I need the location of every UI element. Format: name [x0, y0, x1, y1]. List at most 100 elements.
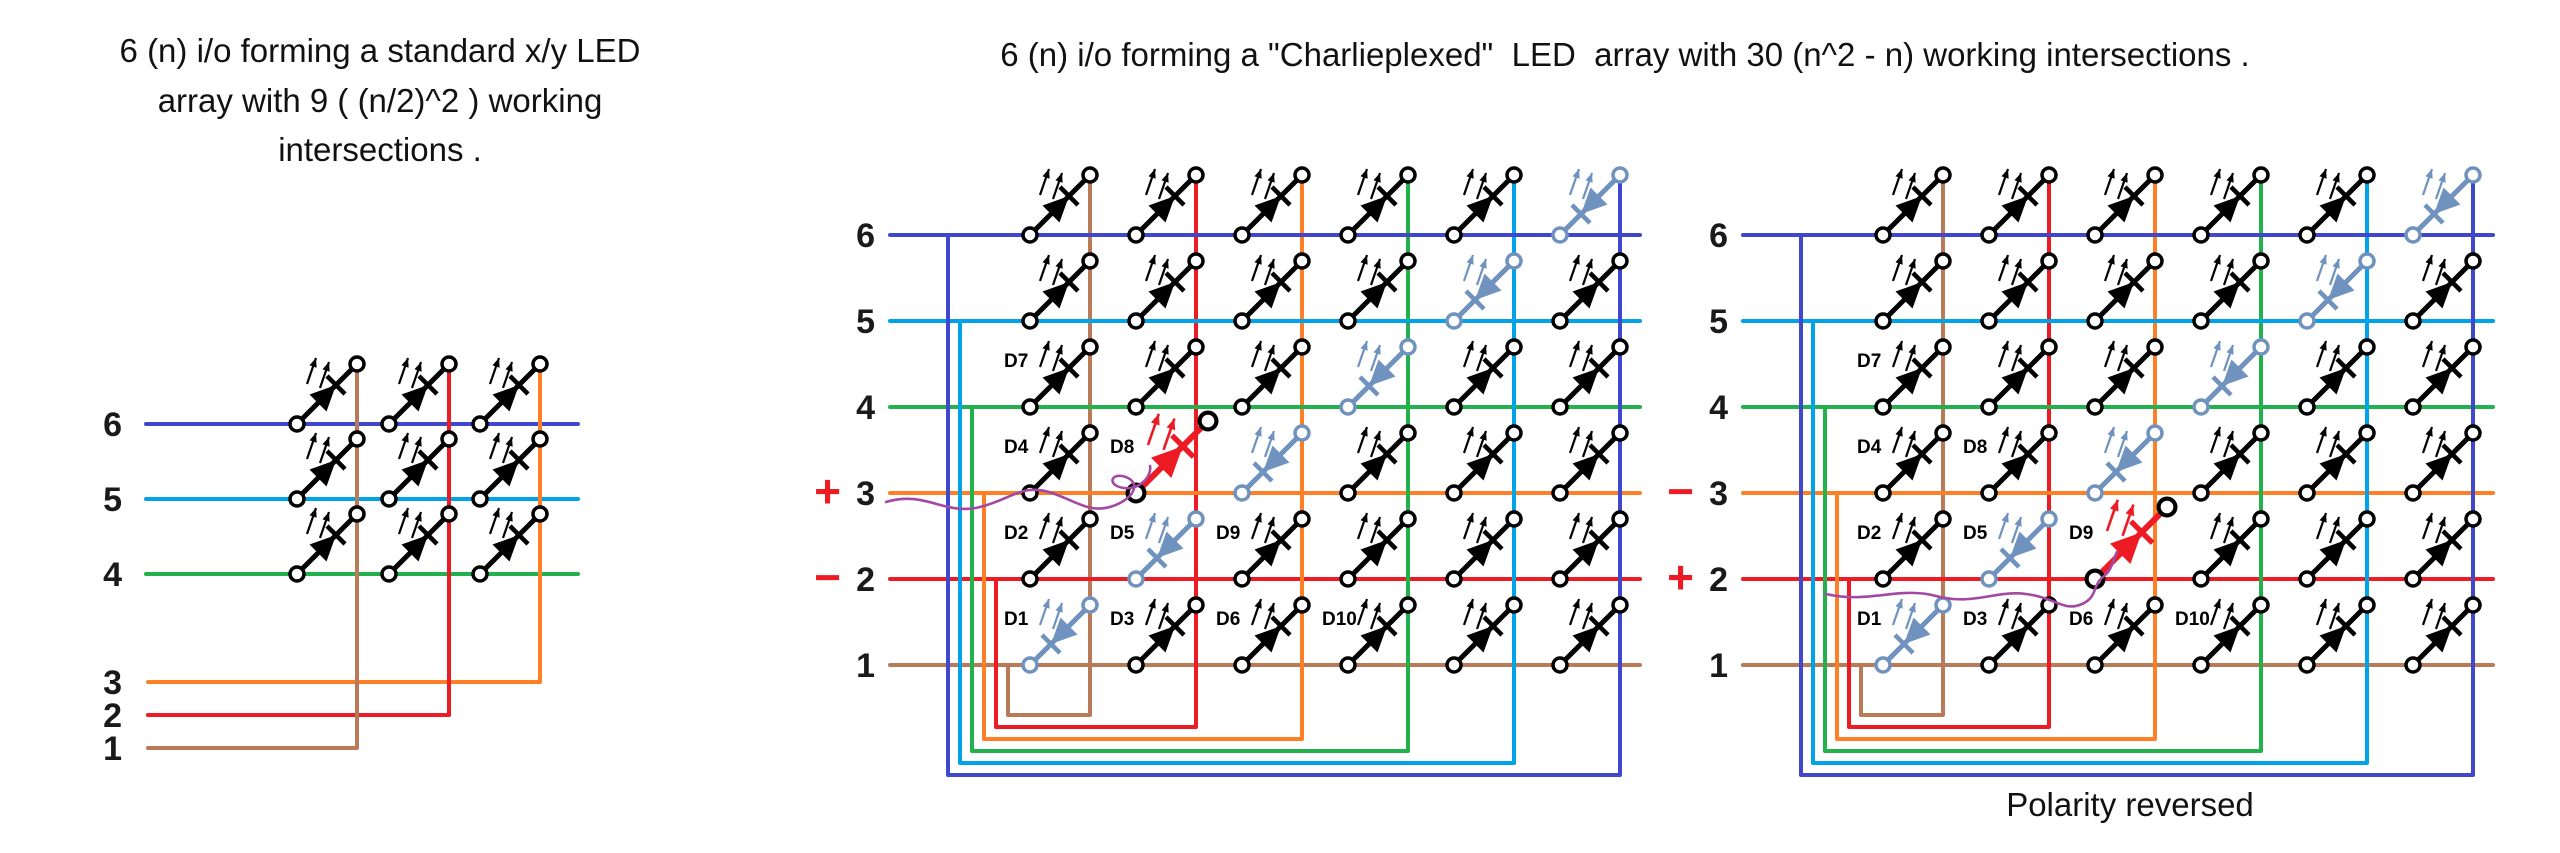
led-terminal [1551, 312, 1569, 330]
emission-arrow-head [1373, 603, 1381, 613]
emission-arrow-head [1161, 173, 1169, 183]
cathode-bar [1040, 633, 1062, 655]
led-terminal [1445, 570, 1463, 588]
led-terminal [471, 490, 489, 508]
xy-title-line-3: intersections . [278, 131, 482, 168]
emission-arrow-head [2319, 169, 2327, 179]
led-terminal [1980, 312, 1998, 330]
cathode-bar [508, 374, 530, 396]
diode-triangle [2425, 540, 2452, 567]
led-terminal [1233, 570, 1251, 588]
cathode-bar [1588, 443, 1610, 465]
emission-arrow-head [2425, 341, 2433, 351]
led-label-D2: D2 [1857, 523, 1881, 544]
led-terminal [2192, 484, 2210, 502]
cathode-bar [1482, 357, 1504, 379]
net-2-column-wire [146, 362, 451, 717]
cathode-bar [2441, 271, 2463, 293]
led-terminal [2252, 596, 2270, 614]
emission-arrow-head [1479, 603, 1487, 613]
led-terminal [1187, 510, 1205, 528]
led-label-D7: D7 [1004, 351, 1028, 372]
led-label-D8: D8 [1963, 437, 1987, 458]
led-terminal [1980, 484, 1998, 502]
nonworking-diagonal-led-r2 [1980, 510, 2058, 588]
emission-arrow-head [2014, 173, 2022, 183]
led-terminal [1233, 484, 1251, 502]
led-label-D1: D1 [1004, 609, 1029, 630]
led-r4-s3 [1233, 338, 1311, 416]
led-label-D10: D10 [2175, 609, 2210, 630]
diode-triangle [2434, 187, 2461, 214]
emission-arrow-head [2120, 173, 2128, 183]
led-terminal [2040, 166, 2058, 184]
led-terminal [2146, 596, 2164, 614]
nonworking-diagonal-led-r4 [2192, 338, 2270, 416]
led-r2-s4 [1339, 510, 1417, 588]
led-terminal [2464, 510, 2482, 528]
led-terminal [1445, 312, 1463, 330]
cathode-bar [1270, 615, 1292, 637]
diode-triangle [2319, 454, 2346, 481]
diode-triangle [1360, 196, 1387, 223]
led-terminal [2358, 510, 2376, 528]
net-3-wraparound-wire [982, 168, 1304, 741]
net-4-wraparound-wire [970, 168, 1410, 753]
led-r5-s2 [1127, 252, 1205, 330]
cathode-bar [2017, 185, 2039, 207]
emission-arrow-head [2213, 513, 2221, 523]
led-terminal [1197, 410, 1219, 432]
emission-arrow-head [1148, 599, 1156, 609]
net-1-column-wire [146, 362, 359, 750]
led-r2-s4 [2192, 510, 2270, 588]
led-r3-s2 [1980, 424, 2058, 502]
led-label-D2: D2 [1004, 523, 1028, 544]
xy-led-row5-col3 [471, 430, 549, 508]
minus-polarity-sign: − [814, 551, 841, 603]
emission-arrow-head [322, 512, 330, 522]
led-r1-s2 [1980, 596, 2058, 674]
led-r5-s6 [2404, 252, 2482, 330]
emission-arrow-head [2213, 255, 2221, 265]
led-terminal [2298, 484, 2316, 502]
led-terminal [1874, 226, 1892, 244]
emission-arrow-head [2120, 431, 2128, 441]
led-terminal [1021, 398, 1039, 416]
diode-triangle [2213, 540, 2240, 567]
emission-arrow-head [1166, 418, 1176, 431]
emission-arrow-head [1360, 599, 1368, 609]
cathode-bar [2017, 271, 2039, 293]
led-r4-s6 [2404, 338, 2482, 416]
diode-triangle [2319, 626, 2346, 653]
cathode-bar [2017, 615, 2039, 637]
xy-net-6-label: 6 [103, 406, 122, 444]
led-terminal [2298, 226, 2316, 244]
led-terminal [2404, 398, 2422, 416]
cathode-bar [1270, 185, 1292, 207]
diode-triangle [1051, 617, 1078, 644]
emission-arrow-head [2107, 341, 2115, 351]
diode-triangle [1572, 454, 1599, 481]
emission-arrow-head [1161, 259, 1169, 269]
led-terminal [1551, 656, 1569, 674]
emission-arrow-head [1585, 431, 1593, 441]
emission-arrow-head [1055, 173, 1063, 183]
cathode-bar [1058, 529, 1080, 551]
cathode-bar [1588, 529, 1610, 551]
emission-arrow-head [2319, 599, 2327, 609]
emission-arrow-head [1572, 169, 1580, 179]
xy-led-row5-col1 [288, 430, 366, 508]
emission-arrow-head [1895, 427, 1903, 437]
cathode-bar [1164, 615, 1186, 637]
led-r1-s6 [2404, 596, 2482, 674]
led-r2-s5 [1445, 510, 1523, 588]
led-terminal [1233, 656, 1251, 674]
emission-arrow-head [2438, 517, 2446, 527]
led-r1-s5 [2298, 596, 2376, 674]
nonworking-diagonal-led-r6 [1551, 166, 1629, 244]
emission-arrow-head [2107, 169, 2115, 179]
emission-arrow-head [1479, 259, 1487, 269]
annotation-squiggle-pointer [1824, 550, 2119, 608]
led-r1-s4 [1339, 596, 1417, 674]
led-terminal [2464, 338, 2482, 356]
